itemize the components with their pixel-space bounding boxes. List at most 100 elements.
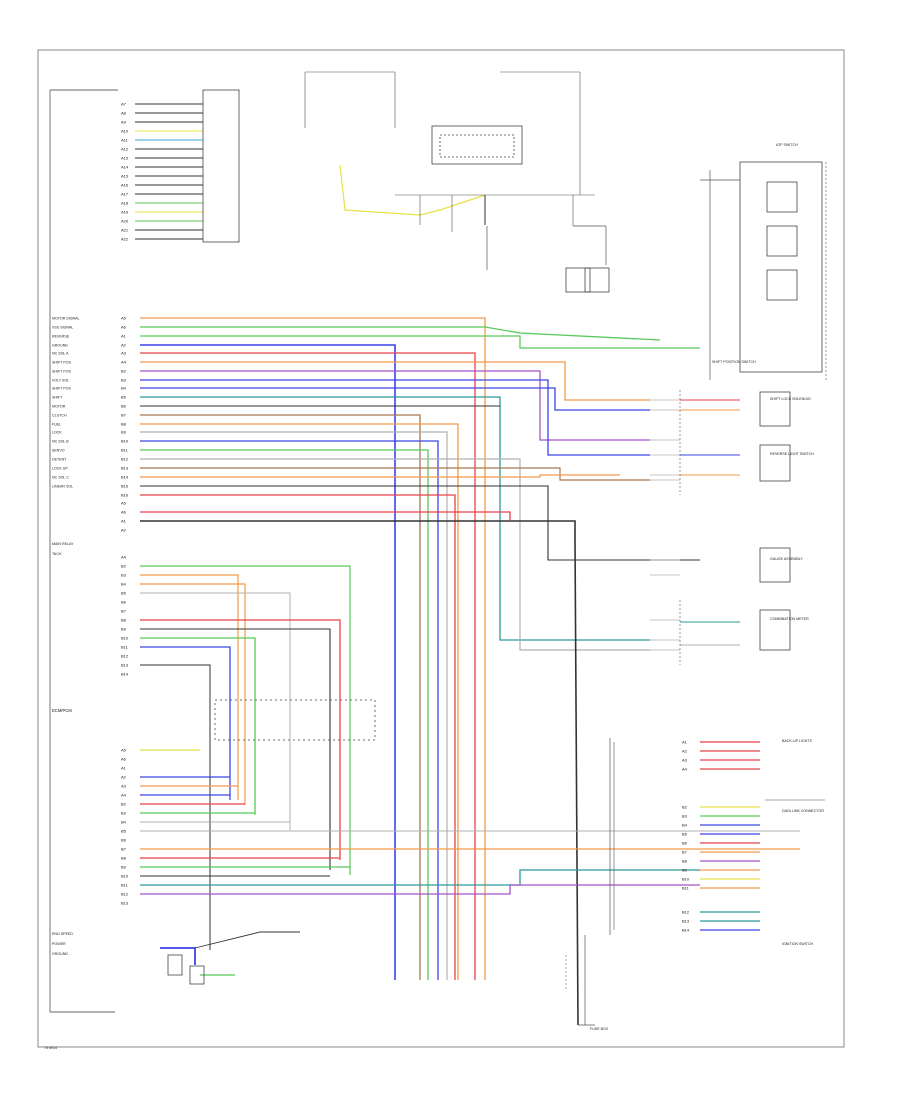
module-signal-label: SERVO xyxy=(52,449,65,453)
lower-pin: B14 xyxy=(121,672,129,677)
module-signal-label: LOCK UP xyxy=(52,467,68,471)
bottom-pin: B3 xyxy=(121,811,127,816)
wire-orange-lower xyxy=(140,574,239,800)
module-pin: A6 xyxy=(121,510,127,515)
wire-green-3 xyxy=(140,449,429,980)
bottom-pin: B8 xyxy=(121,856,127,861)
lower-pin: B2 xyxy=(121,564,127,569)
gauge-pin: B10 xyxy=(682,877,690,882)
bottom-pin: B4 xyxy=(121,820,127,825)
bottom-label: MAIN RELAY xyxy=(52,542,74,546)
wire-gray-2 xyxy=(140,458,650,651)
module-signal-label: FUEL xyxy=(52,423,61,427)
lower-pin: B7 xyxy=(121,609,127,614)
bottom-pin: B13 xyxy=(121,901,129,906)
wire-blue-lower xyxy=(140,646,231,800)
wire-green-lower xyxy=(140,565,351,875)
module-pin: A4 xyxy=(121,360,127,365)
bottom-pin: A6 xyxy=(121,757,127,762)
module-pin: B8 xyxy=(121,422,127,427)
module-pin: B13 xyxy=(121,466,129,471)
module-signal-label: MOTOR SIGNAL xyxy=(52,317,80,321)
bottom-pin: A4 xyxy=(121,793,127,798)
relay-box xyxy=(584,267,610,293)
lower-pin: B9 xyxy=(121,627,127,632)
module-pin: A5 xyxy=(121,501,127,506)
wire-red-2 xyxy=(140,494,456,980)
module-signal-label: SHIFT xyxy=(52,396,63,400)
module-pin: B2 xyxy=(121,369,127,374)
module-signal-label: LOCK xyxy=(52,431,62,435)
gauge-pin: A3 xyxy=(682,758,688,763)
gauge-pin: B8 xyxy=(682,859,688,864)
lower-pin: B4 xyxy=(121,582,127,587)
switch-terminal xyxy=(167,954,183,976)
bottom-pin: B6 xyxy=(121,838,127,843)
gauge-pin: B5 xyxy=(682,832,688,837)
relay-switch-3 xyxy=(766,269,798,301)
module-signal-label: VSS SIGNAL xyxy=(52,326,73,330)
module-signal-label: SHIFT POS xyxy=(52,370,72,374)
module-pin: B7 xyxy=(121,413,127,418)
gauge-pin: B3 xyxy=(682,814,688,819)
gauge-pin: B13 xyxy=(682,919,690,924)
wire-blue-2 xyxy=(140,379,650,456)
module-pin: B14 xyxy=(121,475,129,480)
module-pin: A2 xyxy=(121,528,127,533)
module-signal-label: REVERSE xyxy=(52,335,70,339)
bottom-label: TACH xyxy=(52,552,62,556)
wire-gray-main xyxy=(140,431,448,980)
wire-orange-4 xyxy=(140,474,620,478)
wire-gray-lower xyxy=(140,592,291,830)
gauge-pin: B12 xyxy=(682,910,690,915)
top-connector-pin: A14 xyxy=(121,165,129,170)
module-signal-label: LINEAR SOL xyxy=(52,485,73,489)
module-pin: B6 xyxy=(121,404,127,409)
top-connector-pin: A11 xyxy=(121,138,129,143)
wire-purple-bottom xyxy=(140,884,700,895)
wire-purple-2 xyxy=(140,370,650,441)
top-connector-pin: A9 xyxy=(121,120,127,125)
wire-red-3 xyxy=(140,511,511,520)
component-label: GAUGE ASSEMBLY xyxy=(770,557,803,561)
wire-orange-main xyxy=(140,317,486,980)
module-signal-label: SHIFT POS xyxy=(52,387,72,391)
wire-red-lower xyxy=(140,619,341,860)
wire-blue-switch xyxy=(160,947,196,965)
lower-pin: B11 xyxy=(121,645,129,650)
right-connector xyxy=(759,391,791,427)
bottom-pin: B5 xyxy=(121,829,127,834)
component-label: IGNITION SWITCH xyxy=(782,942,814,946)
top-left-connector xyxy=(202,89,240,243)
feed-wire xyxy=(339,164,486,216)
gauge-pin: A1 xyxy=(682,740,688,745)
top-connector-pin: A18 xyxy=(121,201,129,206)
bottom-pin: B10 xyxy=(121,874,129,879)
bottom-pin: B7 xyxy=(121,847,127,852)
gauge-pin: B11 xyxy=(682,886,690,891)
top-connector-pin: A20 xyxy=(121,219,129,224)
bottom-pin: A5 xyxy=(121,748,127,753)
gauge-pin: A4 xyxy=(682,767,688,772)
wire-black-main xyxy=(140,520,579,1026)
top-connector-pin: A13 xyxy=(121,156,129,161)
top-connector-pin: A10 xyxy=(121,129,129,134)
module-pin: B12 xyxy=(121,457,129,462)
top-connector-pin: A17 xyxy=(121,192,129,197)
gauge-pin: A2 xyxy=(682,749,688,754)
wire-orange-3 xyxy=(140,423,459,980)
component-label: REVERSE LIGHT SWITCH xyxy=(770,452,814,456)
component-label: SHIFT LOCK SOLENOID xyxy=(770,397,811,401)
wire-black-3 xyxy=(140,485,700,561)
module-signal-label: NC SOL C xyxy=(52,476,69,480)
module-pin: A3 xyxy=(121,351,127,356)
wire-black-lower xyxy=(140,628,331,870)
gauge-pin: B9 xyxy=(682,868,688,873)
right-connector xyxy=(759,547,791,583)
relay-panel xyxy=(739,161,823,373)
module-pin: B15 xyxy=(121,484,129,489)
top-connector-pin: A12 xyxy=(121,147,129,152)
wire-black-lower-2 xyxy=(140,664,211,950)
module-pin: B3 xyxy=(121,378,127,383)
module-pin: A2 xyxy=(121,343,127,348)
